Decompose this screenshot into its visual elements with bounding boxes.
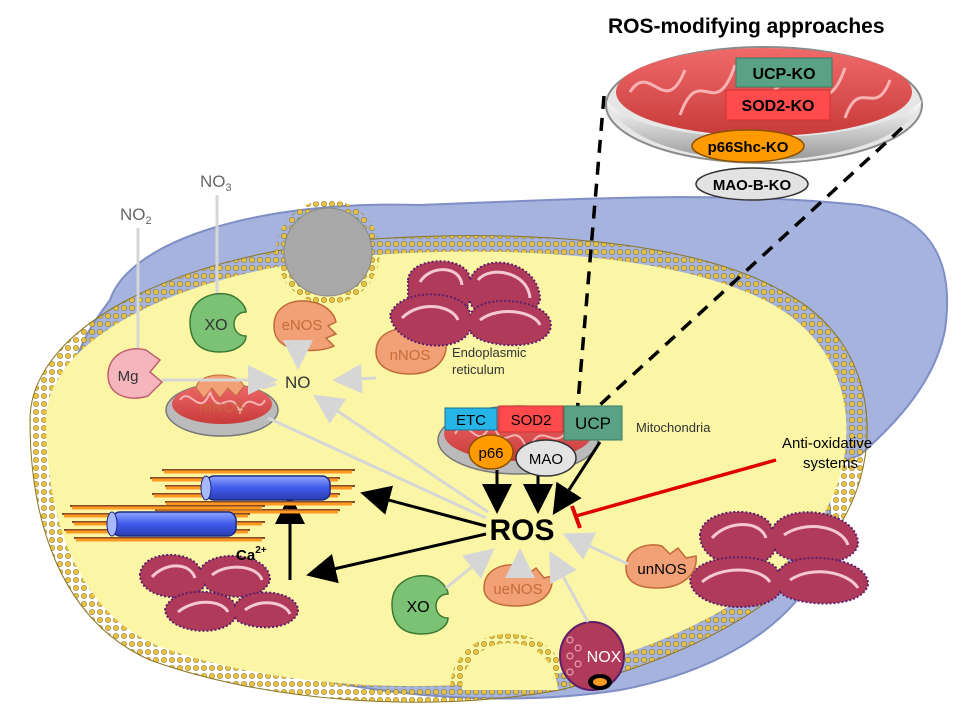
ucp-ko-label: UCP-KO	[752, 66, 815, 83]
xo-bottom-enzyme: XO	[391, 574, 449, 635]
svg-text:XO: XO	[204, 317, 227, 334]
arrow-ros-sr	[306, 532, 487, 584]
er-label-line1: Endoplasmic	[452, 345, 527, 360]
arrow-nox-ros	[549, 550, 590, 623]
svg-text:nNOS: nNOS	[390, 347, 431, 364]
ucp-label: UCP	[575, 414, 611, 433]
antioxidant-line1: Anti-oxidative	[782, 435, 872, 452]
svg-text:Mg: Mg	[118, 368, 139, 385]
dashed-line-right	[588, 126, 904, 416]
arrow-ros-no	[313, 394, 489, 514]
arrow-ros-myofilament	[360, 485, 487, 528]
svg-text:ueNOS: ueNOS	[493, 581, 542, 598]
ucp-box	[563, 405, 623, 441]
p66-ko-label: p66Shc-KO	[708, 139, 789, 156]
p66-label: p66	[478, 445, 503, 462]
ko-mitochondrion-dish	[605, 46, 923, 164]
svg-text:XO: XO	[406, 599, 429, 616]
sod2-box	[498, 405, 564, 433]
er-right	[688, 510, 870, 608]
arrow-ucp-ros	[552, 441, 602, 516]
inhibition-bar	[570, 505, 582, 529]
no2-label: NO2	[120, 205, 152, 227]
svg-text:eNOS: eNOS	[282, 317, 323, 334]
mg-enzyme: Mg	[107, 348, 164, 399]
unnos-enzyme: unNOS	[625, 544, 697, 589]
mao-badge	[515, 439, 577, 477]
mao-label: MAO	[529, 451, 563, 468]
mitochondria-label: Mitochondria	[636, 420, 711, 435]
arrow-mnos-no	[261, 382, 277, 390]
mao-b-ko-label: MAO-B-KO	[713, 177, 792, 194]
xo-top-enzyme: XO	[189, 292, 247, 353]
arrow-nnos-no	[332, 363, 377, 394]
calcium-label: Ca2+	[236, 545, 267, 564]
antioxidant-line2: systems	[803, 455, 858, 472]
etc-label: ETC	[456, 412, 486, 429]
ucp-ko-badge	[735, 57, 833, 88]
arrow-xo-ros	[445, 548, 495, 590]
svg-text:NOX: NOX	[587, 649, 622, 666]
uenos-enzyme: ueNOS	[483, 564, 553, 607]
etc-box	[444, 407, 498, 431]
title: ROS-modifying approaches	[608, 15, 885, 38]
no3-label: NO3	[200, 172, 232, 194]
mao-b-ko-badge	[695, 167, 809, 201]
ros-label: ROS	[489, 514, 554, 547]
dashed-line-left	[575, 95, 606, 415]
arrow-mnos-ros	[267, 416, 487, 520]
svg-text:unNOS: unNOS	[637, 561, 686, 578]
arrow-unnos-ros	[562, 532, 629, 566]
sr-bottom-left	[138, 553, 300, 632]
p66-ko-badge	[691, 129, 805, 163]
enos-enzyme: eNOS	[273, 300, 338, 352]
er-label-line2: reticulum	[452, 362, 505, 377]
inhibition-line	[575, 458, 777, 518]
p66-badge	[468, 434, 514, 470]
nox-enzyme: NOX	[559, 621, 625, 691]
sod2-label: SOD2	[511, 412, 552, 429]
no-center-label: NO	[285, 373, 311, 392]
er-top	[388, 260, 552, 347]
sod2-ko-label: SOD2-KO	[742, 98, 815, 115]
myofilament-upper	[150, 469, 355, 514]
myofilament-lower	[62, 505, 265, 542]
mnos-mitochondrion: mNOS	[165, 374, 279, 437]
sod2-ko-badge	[725, 89, 831, 121]
svg-text:mNOS: mNOS	[200, 399, 245, 416]
